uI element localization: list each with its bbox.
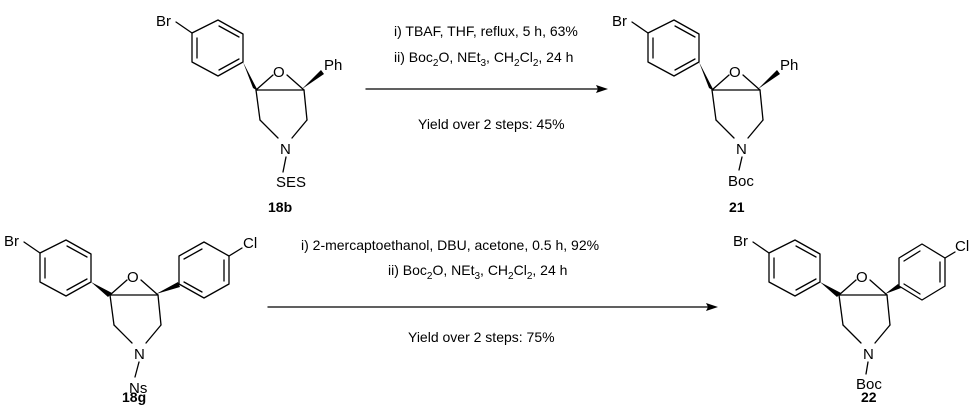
boc-protecting-group: Boc [728,173,754,190]
chloro-substituent: Cl [243,235,257,252]
compound-label-18g: 18g [122,389,146,405]
arrowhead-2 [706,303,718,311]
epoxide-oxygen: O [856,269,868,286]
epoxide-oxygen: O [127,269,139,286]
condition-step-2: ii) Boc2O, NEt3, CH2Cl2, 24 h [388,262,567,282]
pyrrolidine-nitrogen: N [863,346,874,363]
condition-step-1: i) 2-mercaptoethanol, DBU, acetone, 0.5 … [301,237,599,253]
compound-label-22: 22 [861,389,877,405]
molecule-21: Br O Ph N Boc 21 [612,13,798,215]
conditions-reaction-2: i) 2-mercaptoethanol, DBU, acetone, 0.5 … [267,237,718,345]
pyrrolidine-nitrogen: N [280,141,291,158]
pyrrolidine-nitrogen: N [736,141,747,158]
molecule-18b: Br O Ph N SES 18b [156,13,342,215]
ns-protecting-group: Ns [129,380,147,397]
arrowhead-1 [596,85,608,93]
ses-protecting-group: SES [276,174,306,191]
yield-reaction-1: Yield over 2 steps: 45% [418,116,565,132]
epoxide-oxygen: O [729,64,741,81]
compound-label-18b: 18b [268,199,292,215]
condition-step-1: i) TBAF, THF, reflux, 5 h, 63% [394,23,578,39]
boc-protecting-group: Boc [856,376,882,393]
pyrrolidine-nitrogen: N [134,346,145,363]
chloro-substituent: Cl [955,238,969,255]
bromo-substituent: Br [733,233,748,250]
molecule-18g: Br O Cl N Ns 18g [4,233,257,405]
bromo-substituent: Br [612,13,627,30]
epoxide-oxygen: O [273,64,285,81]
yield-reaction-2: Yield over 2 steps: 75% [408,329,555,345]
molecule-22: Br O Cl N Boc 22 [733,233,969,405]
phenyl-substituent: Ph [324,57,342,74]
phenyl-substituent: Ph [780,57,798,74]
conditions-reaction-1: i) TBAF, THF, reflux, 5 h, 63% ii) Boc2O… [365,23,608,132]
bromo-substituent: Br [156,13,171,30]
condition-step-2: ii) Boc2O, NEt3, CH2Cl2, 24 h [394,49,573,69]
bromo-substituent: Br [4,233,19,250]
compound-label-21: 21 [729,199,745,215]
